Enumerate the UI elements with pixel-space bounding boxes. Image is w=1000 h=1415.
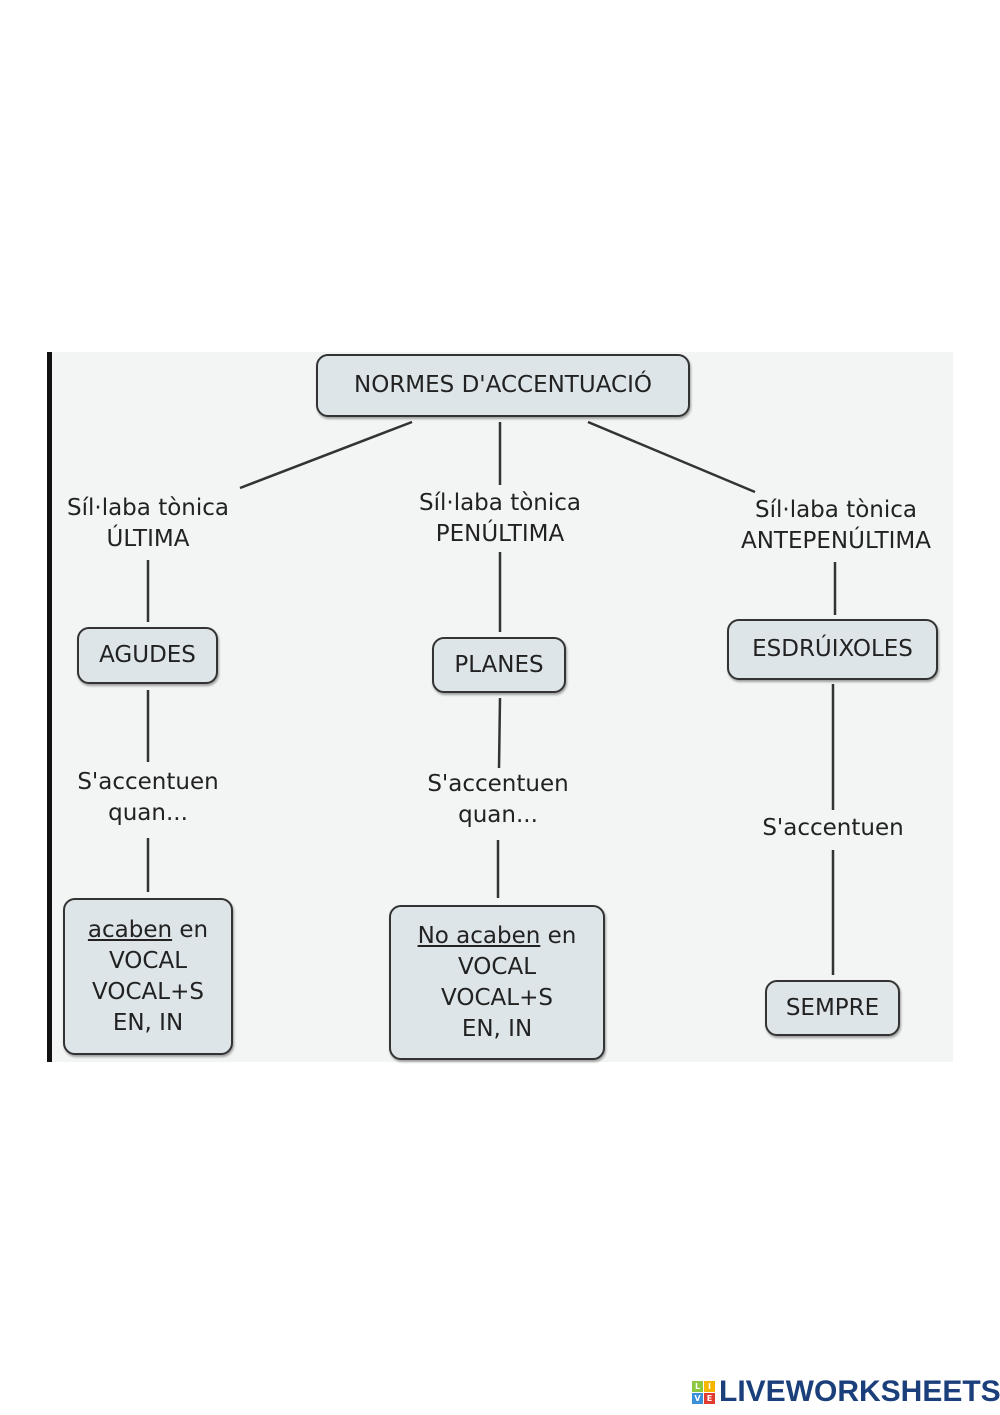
node-label: PLANES <box>454 651 544 678</box>
rule-line: acaben en <box>88 915 208 946</box>
rule-en: en <box>172 916 209 943</box>
logo-block: V <box>692 1392 703 1404</box>
rule-underlined: No acaben <box>417 922 541 949</box>
rule-planes: No acaben en VOCAL VOCAL+S EN, IN <box>389 905 605 1060</box>
connector-line: quan... <box>458 802 538 828</box>
label-line: ANTEPENÚLTIMA <box>740 528 932 554</box>
label-line: Síl·laba tònica <box>419 490 581 516</box>
connector-line: S'accentuen <box>762 815 904 841</box>
connector-planes: S'accentuen quan... <box>427 769 568 831</box>
rule-agudes: acaben en VOCAL VOCAL+S EN, IN <box>63 898 233 1055</box>
root-label: NORMES D'ACCENTUACIÓ <box>354 372 652 398</box>
label-line: ÚLTIMA <box>106 526 190 552</box>
label-line: Síl·laba tònica <box>67 495 229 521</box>
line-root-left <box>239 420 413 490</box>
root-node: NORMES D'ACCENTUACIÓ <box>316 354 690 417</box>
left-border <box>47 352 52 1062</box>
label-line: Síl·laba tònica <box>755 497 917 523</box>
connector-line: S'accentuen <box>427 771 569 797</box>
rule-label: SEMPRE <box>785 994 880 1021</box>
rule-line: VOCAL <box>108 947 188 974</box>
live-blocks-icon: L I V E <box>692 1380 715 1404</box>
label-line: PENÚLTIMA <box>435 521 565 547</box>
connector-line: S'accentuen <box>77 769 219 795</box>
rule-esdruixoles: SEMPRE <box>765 980 900 1036</box>
connector-esdruixoles: S'accentuen <box>762 813 903 844</box>
node-label: ESDRÚIXOLES <box>752 636 913 662</box>
rule-line: VOCAL <box>457 953 537 980</box>
logo-block: I <box>704 1380 715 1392</box>
node-label: AGUDES <box>99 642 196 668</box>
logo-text: LIVEWORKSHEETS <box>719 1375 1000 1408</box>
logo-block: L <box>692 1380 703 1392</box>
connector-line: quan... <box>108 800 188 826</box>
connector-agudes: S'accentuen quan... <box>77 767 218 829</box>
rule-en: en <box>540 922 577 949</box>
rule-line: EN, IN <box>112 1009 184 1036</box>
liveworksheets-logo: L I V E LIVEWORKSHEETS <box>692 1375 1000 1409</box>
line-root-right <box>587 420 756 494</box>
rule-line: VOCAL+S <box>441 984 553 1011</box>
node-agudes: AGUDES <box>77 627 218 684</box>
rule-line: EN, IN <box>461 1015 533 1042</box>
logo-block: E <box>704 1392 715 1404</box>
rule-underlined: acaben <box>87 916 173 943</box>
node-planes: PLANES <box>432 637 566 693</box>
rule-line: VOCAL+S <box>92 978 204 1005</box>
rule-line: No acaben en <box>418 921 577 952</box>
line <box>497 697 502 769</box>
node-esdruixoles: ESDRÚIXOLES <box>727 619 938 680</box>
